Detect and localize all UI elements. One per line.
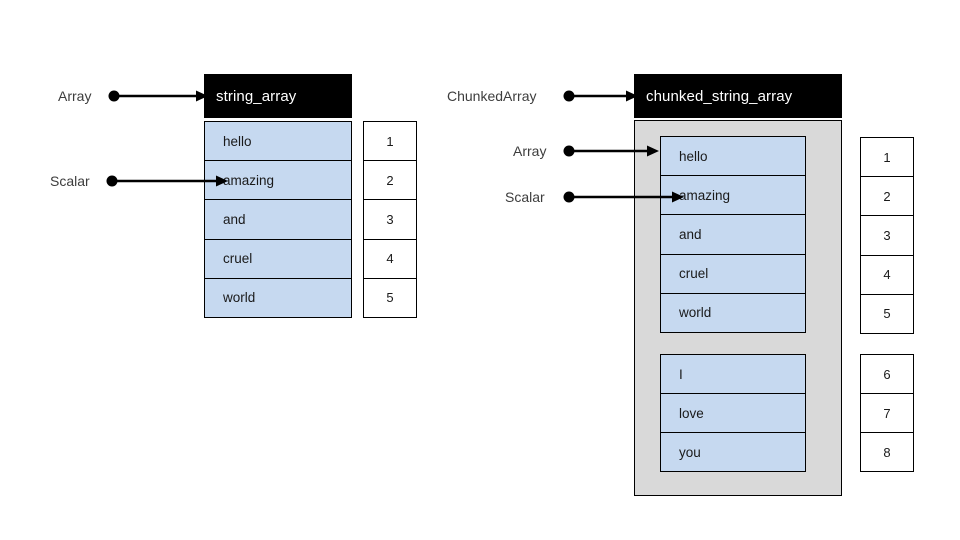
value-cell: you bbox=[679, 444, 701, 460]
chunk-1-indices: 6 7 8 bbox=[860, 354, 914, 472]
callout-label-scalar-right: Scalar bbox=[505, 189, 545, 205]
value-cell: world bbox=[679, 305, 712, 321]
value-cell: hello bbox=[661, 137, 805, 177]
callout-connector-array-left bbox=[108, 90, 208, 102]
arrowhead-icon bbox=[647, 145, 659, 157]
arrowhead-icon bbox=[196, 90, 208, 102]
callout-connector-scalar-left bbox=[106, 175, 228, 187]
index-cell: 3 bbox=[861, 216, 913, 256]
value-cell: and bbox=[661, 215, 805, 255]
string-array-values: hello amazing and cruel world bbox=[204, 121, 352, 318]
callout-label-chunkedarray: ChunkedArray bbox=[447, 88, 537, 104]
chunked-string-array-header-label: chunked_string_array bbox=[646, 87, 793, 105]
string-array-header: string_array bbox=[204, 74, 352, 118]
arrowhead-icon bbox=[626, 90, 638, 102]
callout-label-scalar-left: Scalar bbox=[50, 173, 90, 189]
index-cell: 2 bbox=[861, 177, 913, 217]
index-cell: 1 bbox=[861, 138, 913, 178]
index-cell: 8 bbox=[883, 444, 891, 460]
index-cell: 7 bbox=[861, 394, 913, 433]
chunk-1-values: I love you bbox=[660, 354, 806, 472]
index-cell: 4 bbox=[861, 256, 913, 295]
value-cell: amazing bbox=[205, 161, 351, 201]
value-cell: and bbox=[205, 200, 351, 240]
value-cell: hello bbox=[205, 122, 351, 162]
index-cell: 5 bbox=[386, 290, 394, 306]
callout-connector-chunkedarray bbox=[563, 90, 638, 102]
value-cell: I bbox=[661, 355, 805, 394]
index-cell: 4 bbox=[364, 240, 416, 279]
value-cell: cruel bbox=[661, 255, 805, 294]
string-array-header-label: string_array bbox=[216, 87, 297, 105]
arrowhead-icon bbox=[672, 191, 684, 203]
callout-connector-scalar-right bbox=[563, 191, 684, 203]
value-cell: cruel bbox=[205, 240, 351, 279]
chunked-string-array-header: chunked_string_array bbox=[634, 74, 842, 118]
chunk-0-values: hello amazing and cruel world bbox=[660, 136, 806, 333]
arrowhead-icon bbox=[216, 175, 228, 187]
index-cell: 2 bbox=[364, 161, 416, 201]
index-cell: 5 bbox=[883, 306, 891, 322]
value-cell: world bbox=[223, 290, 256, 306]
value-cell: love bbox=[661, 394, 805, 433]
chunk-0-indices: 1 2 3 4 5 bbox=[860, 137, 914, 334]
index-cell: 6 bbox=[861, 355, 913, 394]
index-cell: 3 bbox=[364, 200, 416, 240]
callout-label-array-right: Array bbox=[513, 143, 547, 159]
string-array-indices: 1 2 3 4 5 bbox=[363, 121, 417, 318]
value-cell: amazing bbox=[661, 176, 805, 216]
callout-label-array-left: Array bbox=[58, 88, 92, 104]
callout-connector-array-right bbox=[563, 145, 659, 157]
index-cell: 1 bbox=[364, 122, 416, 162]
